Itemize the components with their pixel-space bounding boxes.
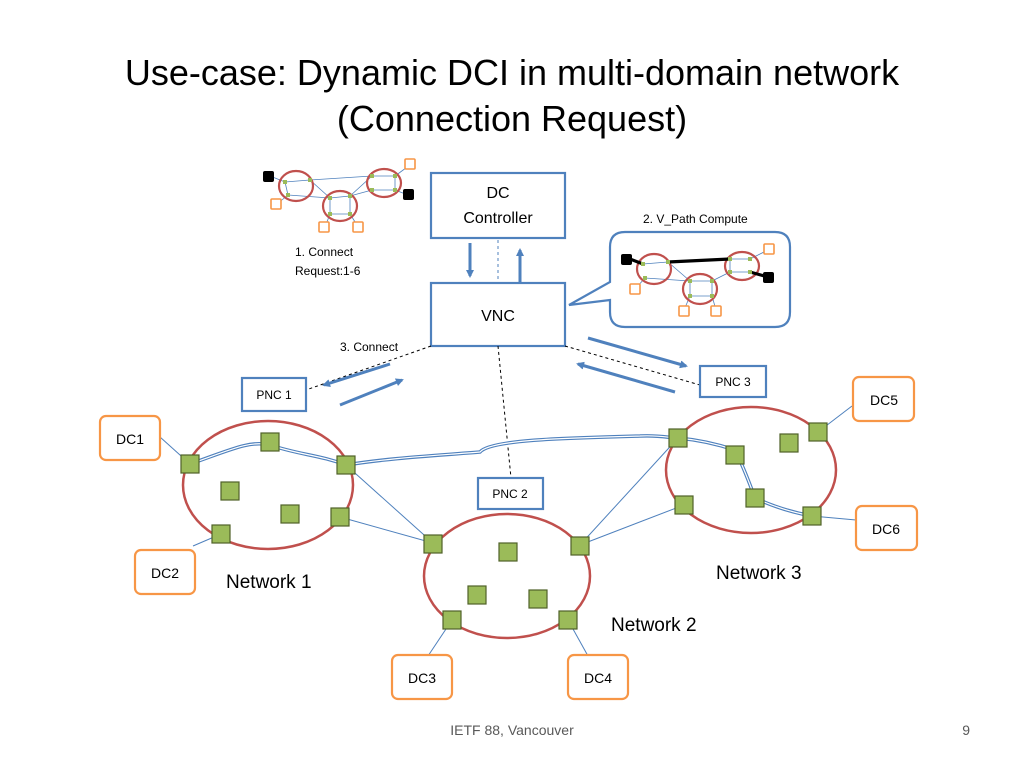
slide-title: Use-case: Dynamic DCI in multi-domain ne… bbox=[62, 50, 962, 142]
node-icon bbox=[180, 454, 200, 474]
dc-boxes: DC1 DC2 DC3 DC4 DC5 DC6 bbox=[98, 375, 919, 701]
network-rings bbox=[181, 405, 838, 640]
pnc3-label: PNC 3 bbox=[715, 375, 751, 389]
dc-controller-label-1: DC bbox=[486, 185, 509, 202]
node-icon bbox=[528, 589, 548, 609]
network-3-label: Network 3 bbox=[716, 563, 802, 584]
dc2-label: DC2 bbox=[151, 565, 179, 581]
node-icon bbox=[220, 481, 240, 501]
node-icon bbox=[280, 504, 300, 524]
connection-path bbox=[189, 434, 813, 518]
connect-request-label-2: Request:1-6 bbox=[295, 264, 361, 278]
physical-links bbox=[159, 405, 857, 657]
network-2-label: Network 2 bbox=[611, 615, 697, 636]
network-nodes bbox=[180, 422, 828, 630]
network-3-ring bbox=[664, 405, 838, 535]
dc4-label: DC4 bbox=[584, 670, 612, 686]
dc5-box: DC5 bbox=[851, 375, 916, 423]
node-icon bbox=[423, 534, 443, 554]
dc-controller-box: DC Controller bbox=[429, 171, 567, 240]
vpath-compute-label: 2. V_Path Compute bbox=[643, 212, 748, 226]
pnc3-box: PNC 3 bbox=[698, 364, 768, 399]
dc5-label: DC5 bbox=[870, 392, 898, 408]
node-icon bbox=[668, 428, 688, 448]
node-icon bbox=[442, 610, 462, 630]
node-icon bbox=[779, 433, 799, 453]
black-endpoint-icon bbox=[763, 272, 774, 283]
vnc-box: VNC bbox=[429, 281, 567, 348]
dc-controller-label-2: Controller bbox=[463, 210, 533, 227]
network-1-ring bbox=[181, 419, 355, 551]
node-icon bbox=[802, 506, 822, 526]
node-icon bbox=[570, 536, 590, 556]
vnc-label: VNC bbox=[481, 308, 515, 325]
dc1-label: DC1 bbox=[116, 431, 144, 447]
node-icon bbox=[745, 488, 765, 508]
dc2-box: DC2 bbox=[133, 548, 197, 596]
black-endpoint-icon bbox=[403, 189, 414, 200]
black-endpoint-icon bbox=[263, 171, 274, 182]
footer-text: IETF 88, Vancouver bbox=[450, 722, 574, 738]
title-line-2: (Connection Request) bbox=[336, 98, 688, 139]
dc6-box: DC6 bbox=[854, 504, 919, 552]
dc3-label: DC3 bbox=[408, 670, 436, 686]
node-icon bbox=[211, 524, 231, 544]
node-icon bbox=[725, 445, 745, 465]
dc6-label: DC6 bbox=[872, 521, 900, 537]
title-line-1: Use-case: Dynamic DCI in multi-domain ne… bbox=[124, 52, 900, 93]
dc4-box: DC4 bbox=[566, 653, 630, 701]
controller-vnc-arrows bbox=[466, 240, 524, 283]
vpath-compute-callout: 2. V_Path Compute bbox=[568, 212, 792, 329]
network-2-ring bbox=[422, 512, 592, 640]
node-icon bbox=[498, 542, 518, 562]
node-icon bbox=[808, 422, 828, 442]
dc1-box: DC1 bbox=[98, 414, 162, 462]
mini-topology-request: 1. Connect Request:1-6 bbox=[263, 158, 416, 278]
network-1-label: Network 1 bbox=[226, 572, 312, 593]
vnc-pnc-links: 3. Connect bbox=[305, 336, 701, 479]
dc3-box: DC3 bbox=[390, 653, 454, 701]
pnc2-label: PNC 2 bbox=[492, 487, 528, 501]
connect-label: 3. Connect bbox=[340, 340, 399, 354]
connect-request-label-1: 1. Connect bbox=[295, 245, 354, 259]
pnc1-label: PNC 1 bbox=[256, 388, 292, 402]
node-icon bbox=[260, 432, 280, 452]
node-icon bbox=[558, 610, 578, 630]
pnc1-box: PNC 1 bbox=[240, 376, 308, 413]
node-icon bbox=[674, 495, 694, 515]
node-icon bbox=[336, 455, 356, 475]
page-number: 9 bbox=[962, 722, 970, 738]
node-icon bbox=[330, 507, 350, 527]
black-endpoint-icon bbox=[621, 254, 632, 265]
node-icon bbox=[467, 585, 487, 605]
pnc2-box: PNC 2 bbox=[476, 476, 545, 511]
